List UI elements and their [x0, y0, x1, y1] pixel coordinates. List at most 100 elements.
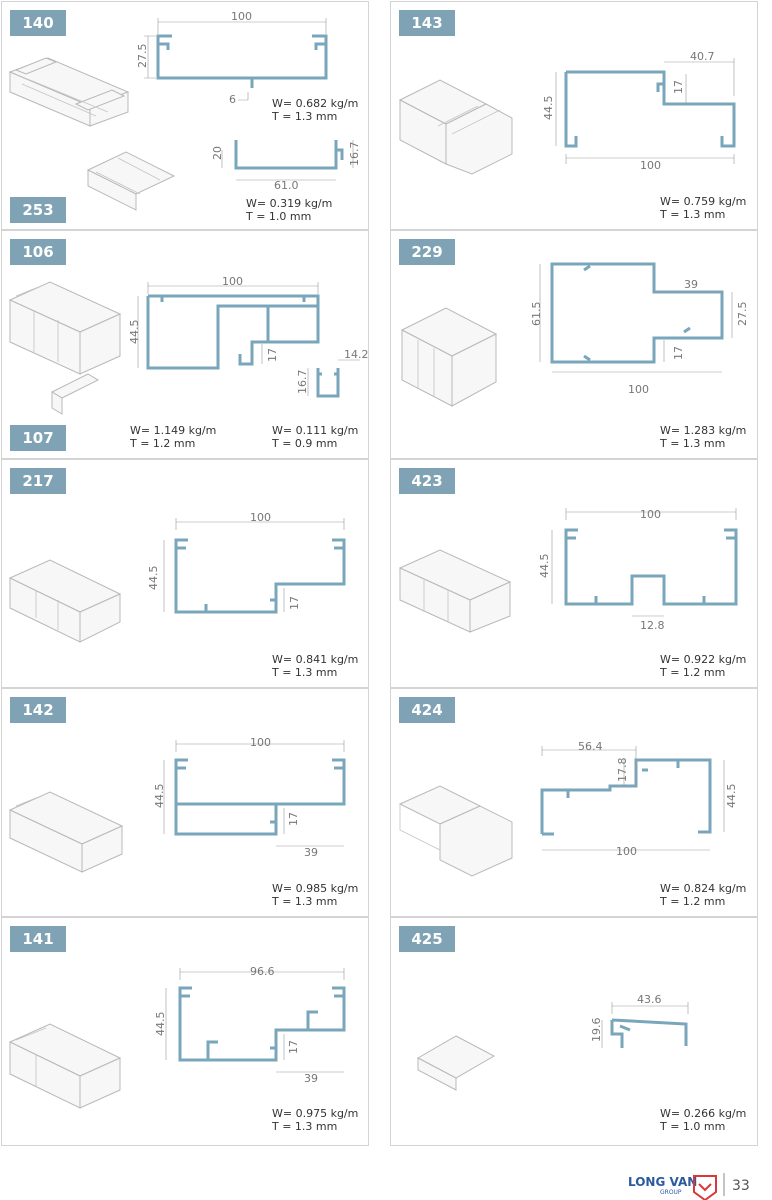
thickness-229: T = 1.3 mm — [660, 437, 726, 450]
page-number: 33 — [732, 1178, 750, 1194]
brand-emblem-icon — [693, 1175, 717, 1200]
brand-group: GROUP — [660, 1189, 682, 1196]
code-badge-106: 106 — [10, 239, 66, 265]
thickness-143: T = 1.3 mm — [660, 208, 726, 221]
dim-423-center: 12.8 — [640, 619, 665, 632]
isometric-view-217 — [8, 559, 122, 643]
dim-140-height: 27.5 — [136, 44, 149, 69]
weight-140: W= 0.682 kg/m — [272, 97, 359, 110]
isometric-view-106 — [8, 281, 122, 375]
dim-424-width: 100 — [616, 845, 637, 858]
profile-section-425 — [610, 1018, 688, 1048]
dimensions-140: 100 27.5 6 20 61.0 16.7 — [136, 10, 361, 192]
profile-section-106 — [146, 294, 320, 370]
dim-229-step-width: 39 — [684, 278, 698, 291]
dim-142-width: 100 — [250, 736, 271, 749]
profile-section-107 — [316, 368, 340, 398]
profile-section-141 — [178, 986, 346, 1062]
dim-142-height: 44.5 — [153, 784, 166, 809]
weight-143: W= 0.759 kg/m — [660, 195, 747, 208]
dim-143-width: 100 — [640, 159, 661, 172]
code-badge-229: 229 — [399, 239, 455, 265]
thickness-107: T = 0.9 mm — [272, 437, 338, 450]
profile-section-423 — [564, 528, 738, 606]
dim-143-step: 17 — [672, 80, 685, 94]
weight-425: W= 0.266 kg/m — [660, 1107, 747, 1120]
dimensions-423: 100 44.5 12.8 — [538, 508, 737, 632]
profile-section-229 — [550, 262, 724, 364]
dimensions-106: 100 44.5 17 14.2 16.7 — [128, 275, 369, 396]
isometric-view-424 — [398, 785, 513, 877]
dim-253-height: 20 — [211, 146, 224, 160]
dim-424-top: 56.4 — [578, 740, 603, 753]
thickness-142: T = 1.3 mm — [272, 895, 338, 908]
code-badge-423: 423 — [399, 468, 455, 494]
dim-253-width: 61.0 — [274, 179, 299, 192]
code-badge-253: 253 — [10, 197, 66, 223]
weight-229: W= 1.283 kg/m — [660, 424, 747, 437]
dimensions-217: 100 44.5 17 — [147, 511, 345, 612]
code-badge-140: 140 — [10, 10, 66, 36]
dim-142-step: 17 — [287, 812, 300, 826]
dimensions-229: 61.5 39 27.5 17 100 — [530, 264, 749, 396]
dim-142-step-width: 39 — [304, 846, 318, 859]
dim-229-width: 100 — [628, 383, 649, 396]
dimensions-142: 100 44.5 17 39 — [153, 736, 345, 859]
thickness-425: T = 1.0 mm — [660, 1120, 726, 1133]
thickness-140: T = 1.3 mm — [272, 110, 338, 123]
card-425 — [390, 917, 758, 1146]
dim-141-step-width: 39 — [304, 1072, 318, 1085]
isometric-view-142 — [8, 791, 124, 873]
dim-217-width: 100 — [250, 511, 271, 524]
dim-106-width: 100 — [222, 275, 243, 288]
dim-141-step: 17 — [287, 1040, 300, 1054]
thickness-423: T = 1.2 mm — [660, 666, 726, 679]
profile-section-140 — [156, 34, 328, 88]
weight-142: W= 0.985 kg/m — [272, 882, 359, 895]
card-140 — [1, 1, 369, 230]
dim-106-step: 17 — [266, 348, 279, 362]
thickness-141: T = 1.3 mm — [272, 1120, 338, 1133]
code-badge-425: 425 — [399, 926, 455, 952]
brand-name: LONG VAN — [628, 1175, 697, 1189]
isometric-view-253 — [86, 151, 176, 211]
isometric-view-229 — [400, 307, 498, 407]
weight-423: W= 0.922 kg/m — [660, 653, 747, 666]
code-badge-143: 143 — [399, 10, 455, 36]
dim-143-height: 44.5 — [542, 96, 555, 121]
dim-143-top: 40.7 — [690, 50, 715, 63]
thickness-217: T = 1.3 mm — [272, 666, 338, 679]
dim-229-step-height: 27.5 — [736, 302, 749, 327]
dim-425-width: 43.6 — [637, 993, 662, 1006]
isometric-view-423 — [398, 549, 512, 633]
dim-107-height: 16.7 — [296, 370, 309, 395]
weight-141: W= 0.975 kg/m — [272, 1107, 359, 1120]
weight-217: W= 0.841 kg/m — [272, 653, 359, 666]
code-badge-142: 142 — [10, 697, 66, 723]
brand-emblem-inner-icon — [698, 1183, 712, 1192]
dim-253-lip: 16.7 — [348, 142, 361, 167]
dim-424-height: 44.5 — [725, 784, 738, 809]
dim-140-width: 100 — [231, 10, 252, 23]
isometric-view-141 — [8, 1023, 122, 1109]
dim-217-step: 17 — [288, 596, 301, 610]
weight-253: W= 0.319 kg/m — [246, 197, 333, 210]
thickness-424: T = 1.2 mm — [660, 895, 726, 908]
profile-section-217 — [174, 538, 346, 614]
dim-141-height: 44.5 — [154, 1012, 167, 1037]
dim-423-width: 100 — [640, 508, 661, 521]
dimensions-143: 40.7 44.5 17 100 — [542, 50, 735, 172]
code-badge-107: 107 — [10, 425, 66, 451]
dim-425-height: 19.6 — [590, 1018, 603, 1043]
brand-logo: LONG VAN GROUP — [628, 1175, 717, 1200]
dim-106-height: 44.5 — [128, 320, 141, 345]
dim-229-height: 61.5 — [530, 302, 543, 327]
isometric-view-425 — [416, 1035, 496, 1091]
code-badge-141: 141 — [10, 926, 66, 952]
weight-107: W= 0.111 kg/m — [272, 424, 359, 437]
weight-424: W= 0.824 kg/m — [660, 882, 747, 895]
code-badge-217: 217 — [10, 468, 66, 494]
dim-424-step: 17.8 — [616, 758, 629, 783]
dim-229-lower: 17 — [672, 346, 685, 360]
